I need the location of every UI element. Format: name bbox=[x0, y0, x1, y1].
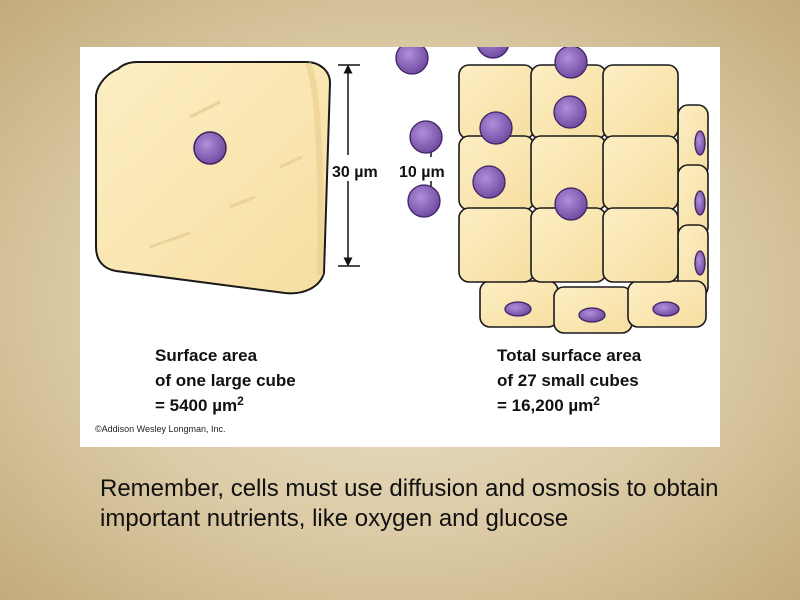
small-cube-nucleus-2-3 bbox=[553, 95, 587, 129]
small-cube-front-2-3 bbox=[602, 135, 679, 211]
figure-panel: 30 µm 10 µm Surface area of one large cu… bbox=[80, 47, 720, 447]
small-cubes-label-line3: = 16,200 bbox=[497, 396, 568, 415]
large-cube-dimension-arrow bbox=[338, 64, 360, 267]
large-cube-label-line2: of one large cube bbox=[155, 371, 296, 390]
small-cube-nucleus-2-1 bbox=[409, 120, 443, 154]
large-cube-label-line3: = 5400 bbox=[155, 396, 212, 415]
large-cube bbox=[95, 61, 332, 295]
small-cube-bottom-nucleus-2 bbox=[578, 307, 606, 323]
small-cube-front-1-3 bbox=[602, 64, 679, 140]
small-cubes-label-exponent: 2 bbox=[593, 394, 600, 408]
small-cube-front-3-3 bbox=[602, 207, 679, 283]
caption-text: Remember, cells must use diffusion and o… bbox=[100, 475, 719, 532]
small-cube-nucleus-1-3 bbox=[554, 47, 588, 79]
small-cube-nucleus-3-3 bbox=[554, 187, 588, 221]
large-cube-label-line1: Surface area bbox=[155, 346, 258, 365]
large-cube-dimension-label: 30 µm bbox=[332, 164, 378, 181]
large-cube-nucleus bbox=[193, 131, 227, 165]
small-cubes-label: Total surface area of 27 small cubes = 1… bbox=[497, 346, 646, 415]
small-cubes-label-line2: of 27 small cubes bbox=[497, 371, 639, 390]
small-cubes-label-unit: µm bbox=[568, 396, 593, 415]
cell-size-diagram: 30 µm 10 µm Surface area of one large cu… bbox=[95, 47, 709, 434]
small-cube-bottom-nucleus-3 bbox=[652, 301, 680, 317]
small-cube-dimension-label: 10 µm bbox=[399, 164, 445, 181]
small-cube-side-nucleus-2 bbox=[694, 190, 706, 216]
small-cube-nucleus-1-1 bbox=[395, 47, 429, 75]
small-cube-nucleus-2-2 bbox=[479, 111, 513, 145]
small-cube-side-nucleus-3 bbox=[694, 250, 706, 276]
small-cube-nucleus-3-2 bbox=[472, 165, 506, 199]
large-cube-label: Surface area of one large cube = 5400 µm… bbox=[155, 346, 300, 415]
small-cube-side-nucleus-1 bbox=[694, 130, 706, 156]
copyright-notice: ©Addison Wesley Longman, Inc. bbox=[95, 424, 226, 434]
large-cube-label-exponent: 2 bbox=[237, 394, 244, 408]
large-cube-label-unit: µm bbox=[212, 396, 237, 415]
small-cubes-label-line1: Total surface area bbox=[497, 346, 642, 365]
small-cube-front-3-1 bbox=[458, 207, 535, 283]
small-cube-nucleus-3-1 bbox=[407, 184, 441, 218]
small-cube-nucleus-1-2 bbox=[477, 47, 509, 59]
small-cube-bottom-nucleus-1 bbox=[504, 301, 532, 317]
small-cubes-stack bbox=[395, 47, 709, 334]
